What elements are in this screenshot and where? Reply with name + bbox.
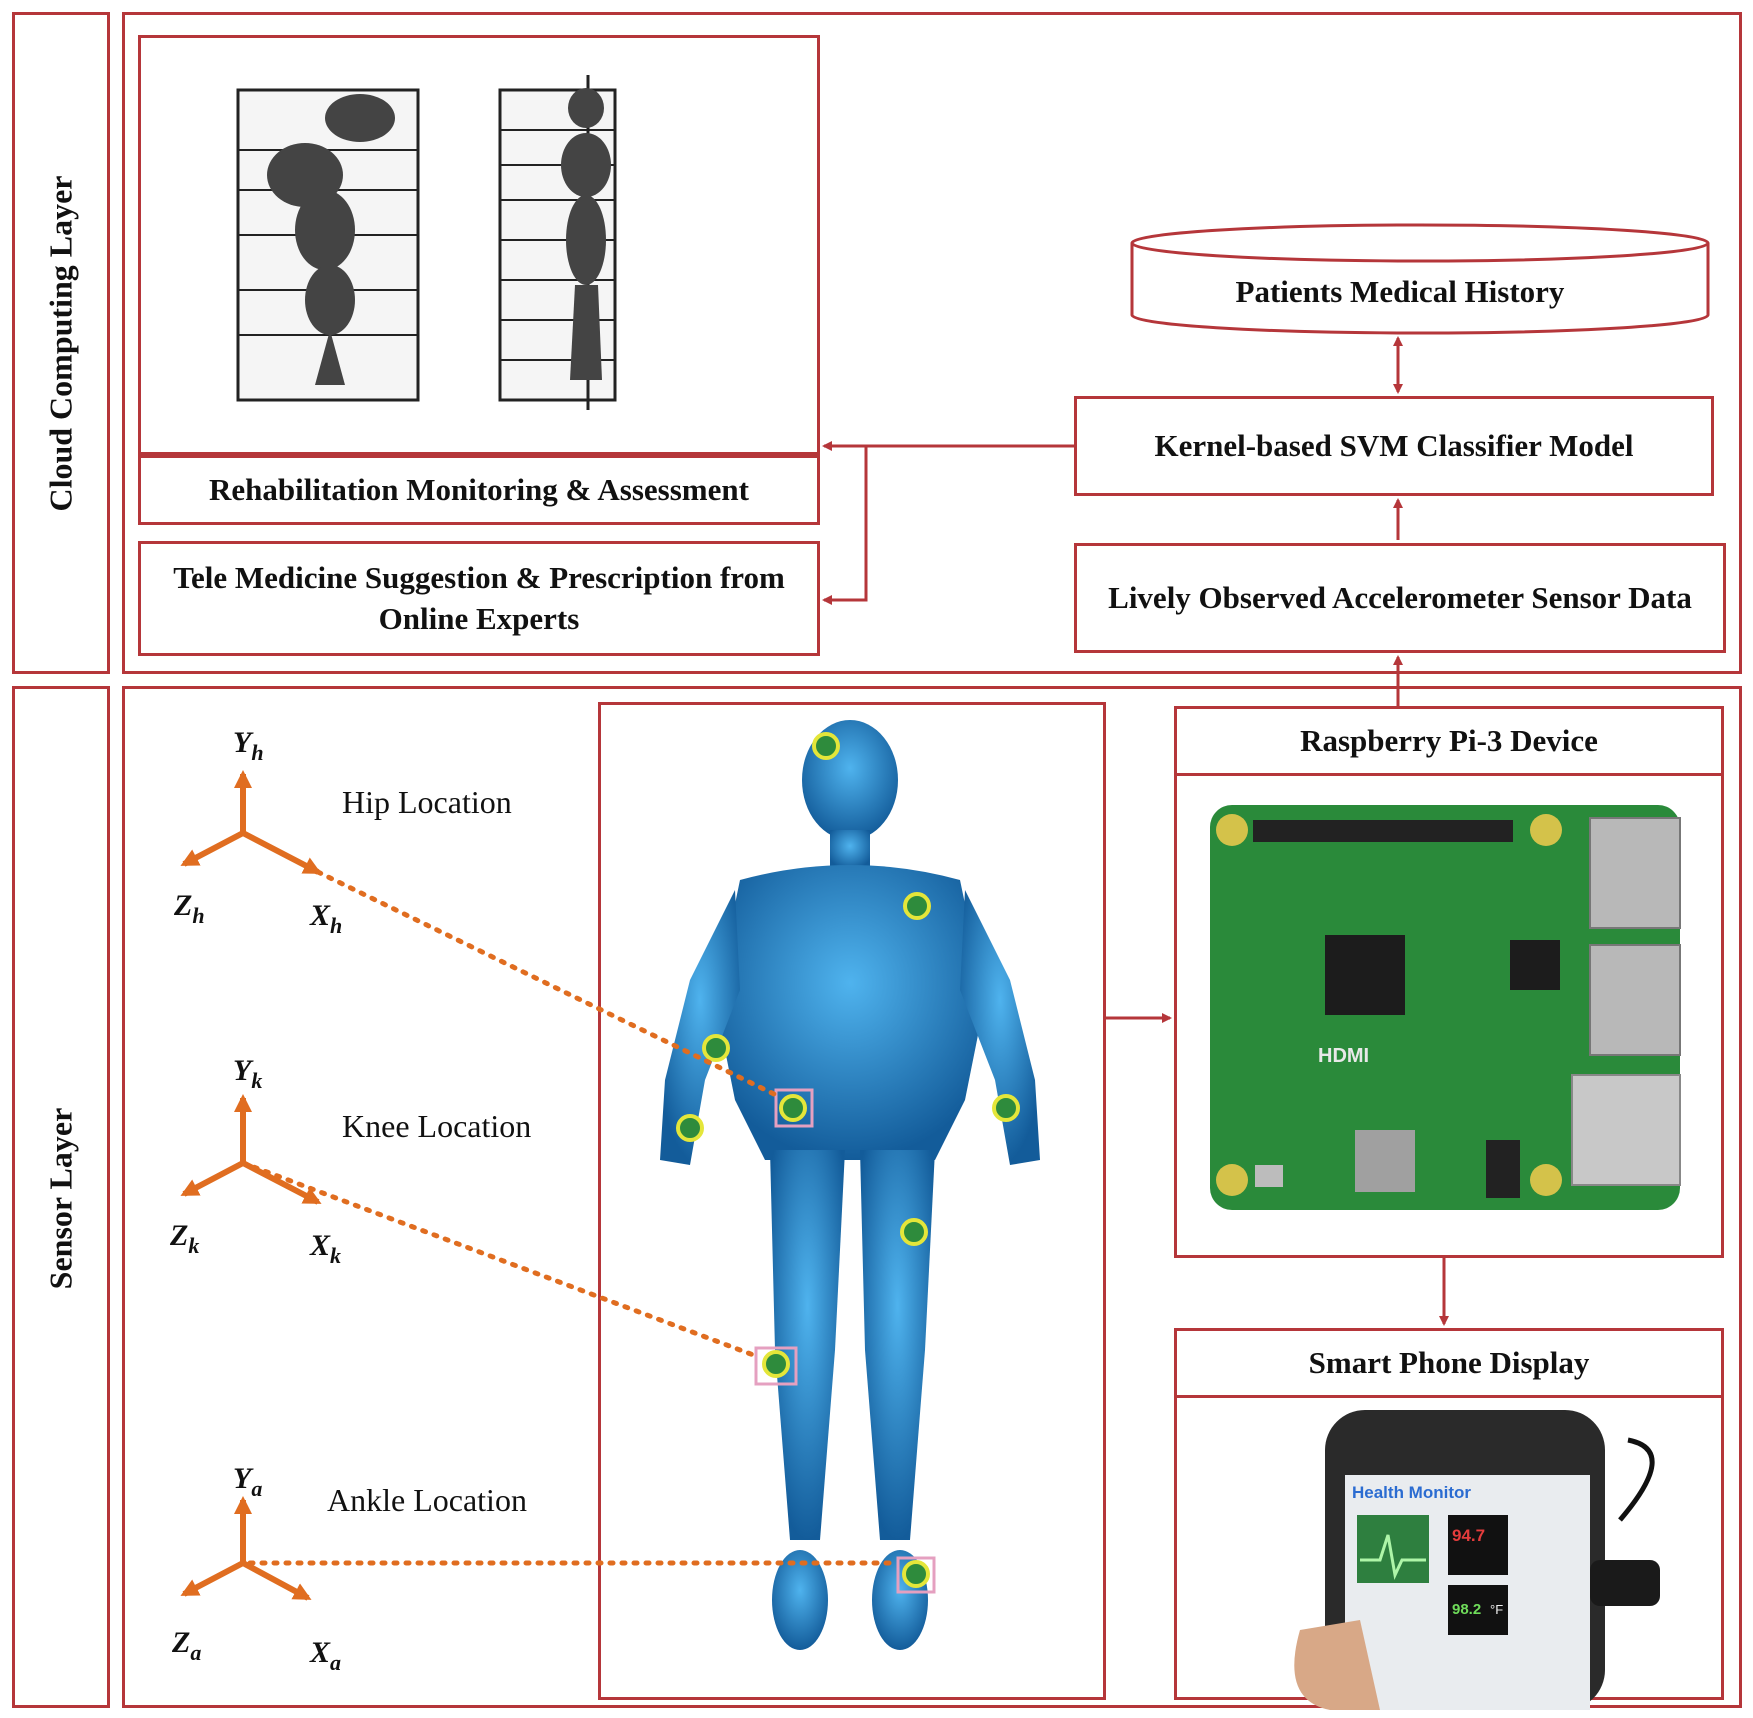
raspberry-pi-title: Raspberry Pi-3 Device xyxy=(1174,706,1724,776)
sensor-mapping-lines xyxy=(240,869,901,1566)
phone-reading-1: 94.7 xyxy=(1452,1526,1485,1545)
knee-z-label: Zk xyxy=(169,1219,199,1258)
axis-labels: Yh Zh Xh Yk Zk Xk Ya Za Xa xyxy=(169,726,342,1675)
knee-axes xyxy=(180,1094,322,1205)
phone-reading-2: 98.2 xyxy=(1452,1601,1481,1618)
smartphone: Health Monitor 94.7 98.2 °F xyxy=(1294,1410,1660,1710)
phone-unit: °F xyxy=(1490,1602,1503,1617)
hip-z-label: Zh xyxy=(173,889,205,928)
hip-x-label: Xh xyxy=(309,899,342,938)
rehab-monitoring-box: Rehabilitation Monitoring & Assessment xyxy=(138,455,820,525)
cloud-layer-frame xyxy=(122,12,1742,674)
highlighted-sensor-boxes xyxy=(754,1088,936,1594)
flow-arrows xyxy=(822,336,1449,1326)
sensor-layer-frame xyxy=(122,686,1742,1708)
posture-illustration xyxy=(236,75,617,410)
ankle-axes xyxy=(180,1496,312,1601)
ankle-y-label: Ya xyxy=(233,1462,262,1501)
smartphone-title: Smart Phone Display xyxy=(1174,1328,1724,1398)
ankle-x-label: Xa xyxy=(309,1636,341,1675)
hip-axes xyxy=(180,770,322,875)
svm-to-telemed-arrow xyxy=(822,446,868,605)
knee-x-label: Xk xyxy=(309,1229,341,1268)
ankle-z-label: Za xyxy=(171,1626,201,1665)
phone-app-title: Health Monitor xyxy=(1352,1483,1471,1502)
sensor-layer-band xyxy=(12,686,110,1708)
body-image-frame xyxy=(598,702,1106,1700)
svm-classifier-box: Kernel-based SVM Classifier Model xyxy=(1074,396,1714,496)
human-body-figure xyxy=(660,720,1040,1650)
raspberry-pi-board: HDMI xyxy=(1210,805,1681,1210)
posture-image-frame xyxy=(138,35,820,455)
hdmi-label: HDMI xyxy=(1318,1045,1369,1067)
knee-location-label: Knee Location xyxy=(342,1108,532,1144)
knee-y-label: Yk xyxy=(233,1054,262,1093)
database-label: Patients Medical History xyxy=(1235,273,1565,309)
telemedicine-box: Tele Medicine Suggestion & Prescription … xyxy=(138,541,820,656)
database-cylinder xyxy=(1130,223,1710,335)
body-sensors xyxy=(676,732,1020,1588)
cloud-layer-band xyxy=(12,12,110,674)
hip-y-label: Yh xyxy=(233,726,264,765)
sensor-data-box: Lively Observed Accelerometer Sensor Dat… xyxy=(1074,543,1726,653)
ankle-location-label: Ankle Location xyxy=(327,1482,527,1518)
hip-location-label: Hip Location xyxy=(342,784,512,820)
